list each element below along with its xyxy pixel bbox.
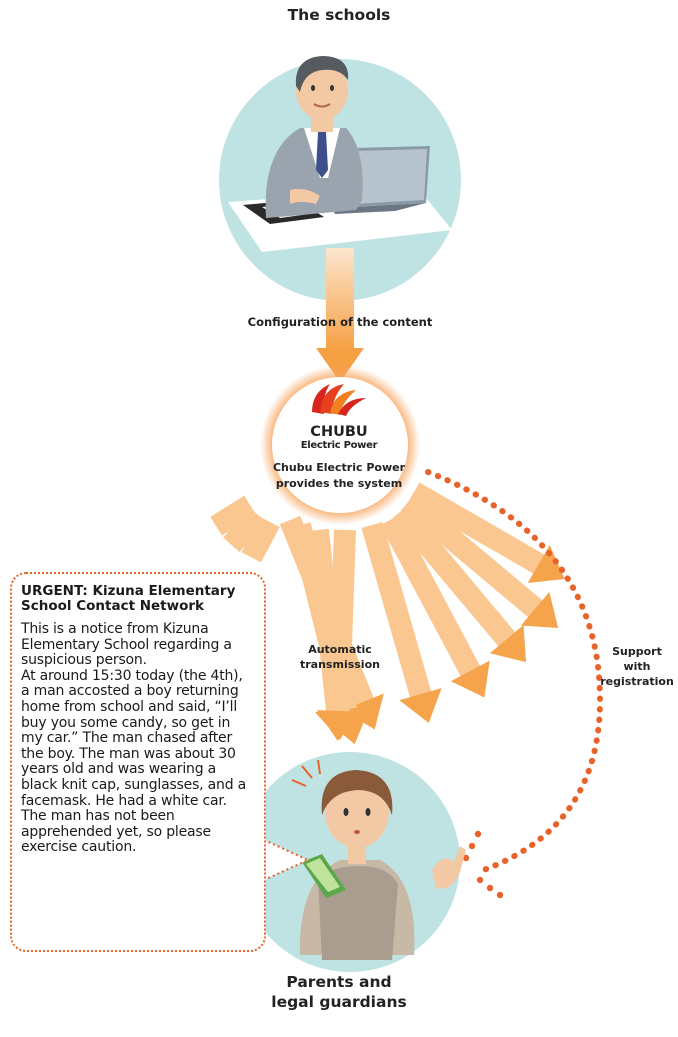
system-caption-line2: provides the system (275, 477, 403, 490)
support-dotted-arrow (425, 469, 604, 875)
raised-hand-icon (432, 846, 466, 889)
system-caption-line1: Chubu Electric Power (272, 461, 405, 474)
chubu-circle (260, 365, 420, 525)
automatic-transmission-line1: Automatic (308, 643, 372, 656)
surprise-marks-icon (291, 759, 321, 787)
chubu-logo-icon (312, 384, 366, 416)
automatic-transmission-line2: transmission (300, 658, 380, 671)
parents-title: Parents and legal guardians (264, 972, 414, 1012)
parents-circle (240, 752, 466, 972)
message-title: URGENT: Kizuna Elementary School Contact… (21, 583, 236, 614)
support-registration-label: Support with registration (598, 644, 676, 689)
phone-icon (302, 854, 346, 898)
office-worker-icon (265, 56, 363, 218)
parents-title-line2: legal guardians (271, 993, 407, 1011)
support-line2: with (623, 660, 651, 673)
parents-title-line1: Parents and (286, 973, 392, 991)
system-caption: Chubu Electric Power provides the system (250, 460, 428, 492)
parent-woman-icon (299, 770, 415, 960)
transmission-arrows (210, 482, 565, 745)
laptop-icon (330, 146, 430, 214)
chubu-logo-subtext: Electric Power (300, 440, 378, 451)
support-line3: registration (600, 675, 674, 688)
message-body: This is a notice from Kizuna Elementary … (21, 621, 247, 856)
support-arrowhead (462, 830, 504, 899)
speech-bubble-tail (263, 839, 311, 881)
schools-circle (219, 56, 461, 301)
chubu-logo-text: CHUBU (310, 424, 368, 440)
configuration-label: Configuration of the content (247, 315, 433, 329)
message-bubble: URGENT: Kizuna Elementary School Contact… (10, 572, 266, 952)
support-line1: Support (612, 645, 662, 658)
automatic-transmission-label: Automatic transmission (290, 642, 390, 672)
schools-title: The schools (287, 6, 391, 24)
